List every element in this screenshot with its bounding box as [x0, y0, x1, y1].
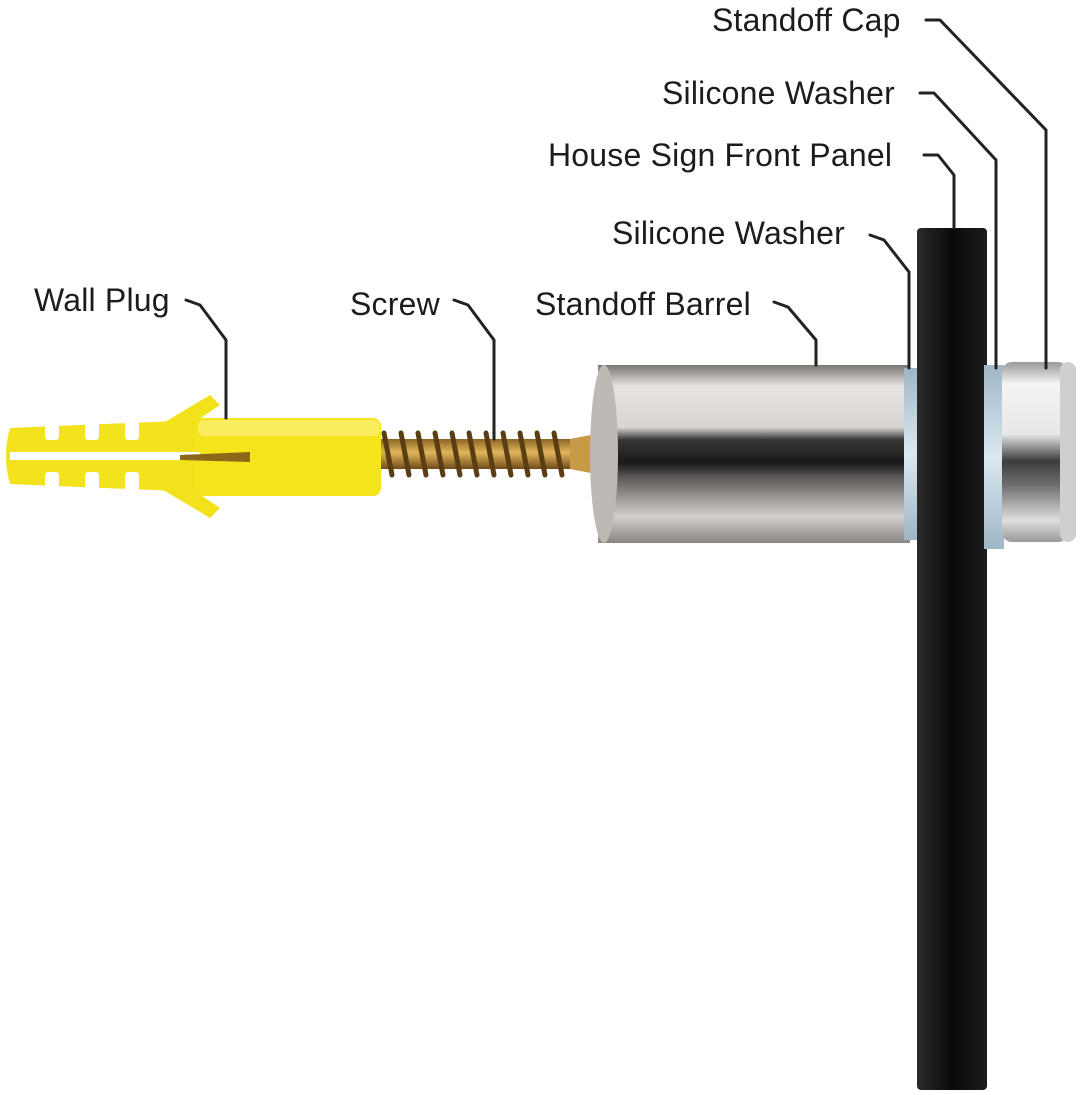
leader-line-silicone-washer-outer [918, 91, 998, 370]
label-silicone-washer-inner: Silicone Washer [612, 215, 846, 251]
wall-plug-part [6, 395, 381, 518]
leader-line-screw [452, 298, 496, 441]
leader-line-wall-plug [184, 298, 228, 420]
house-sign-front-panel-part [917, 228, 987, 1090]
standoff-barrel-part [590, 365, 910, 543]
leader-line-silicone-washer-inner [868, 233, 911, 370]
label-screw: Screw [350, 286, 440, 322]
label-standoff-barrel: Standoff Barrel [535, 286, 751, 322]
label-wall-plug: Wall Plug [34, 282, 170, 318]
label-silicone-washer-outer: Silicone Washer [662, 75, 896, 111]
leader-line-standoff-cap [924, 18, 1048, 370]
leader-line-standoff-barrel [772, 300, 818, 367]
standoff-cap-part [1002, 362, 1076, 542]
silicone-washer-inner-part [904, 368, 920, 540]
silicone-washer-outer-part [984, 365, 1004, 549]
label-standoff-cap: Standoff Cap [712, 2, 901, 38]
screw-part [374, 430, 606, 478]
label-house-sign-front-panel: House Sign Front Panel [548, 137, 893, 173]
leader-line-house-sign-front-panel [922, 153, 956, 230]
